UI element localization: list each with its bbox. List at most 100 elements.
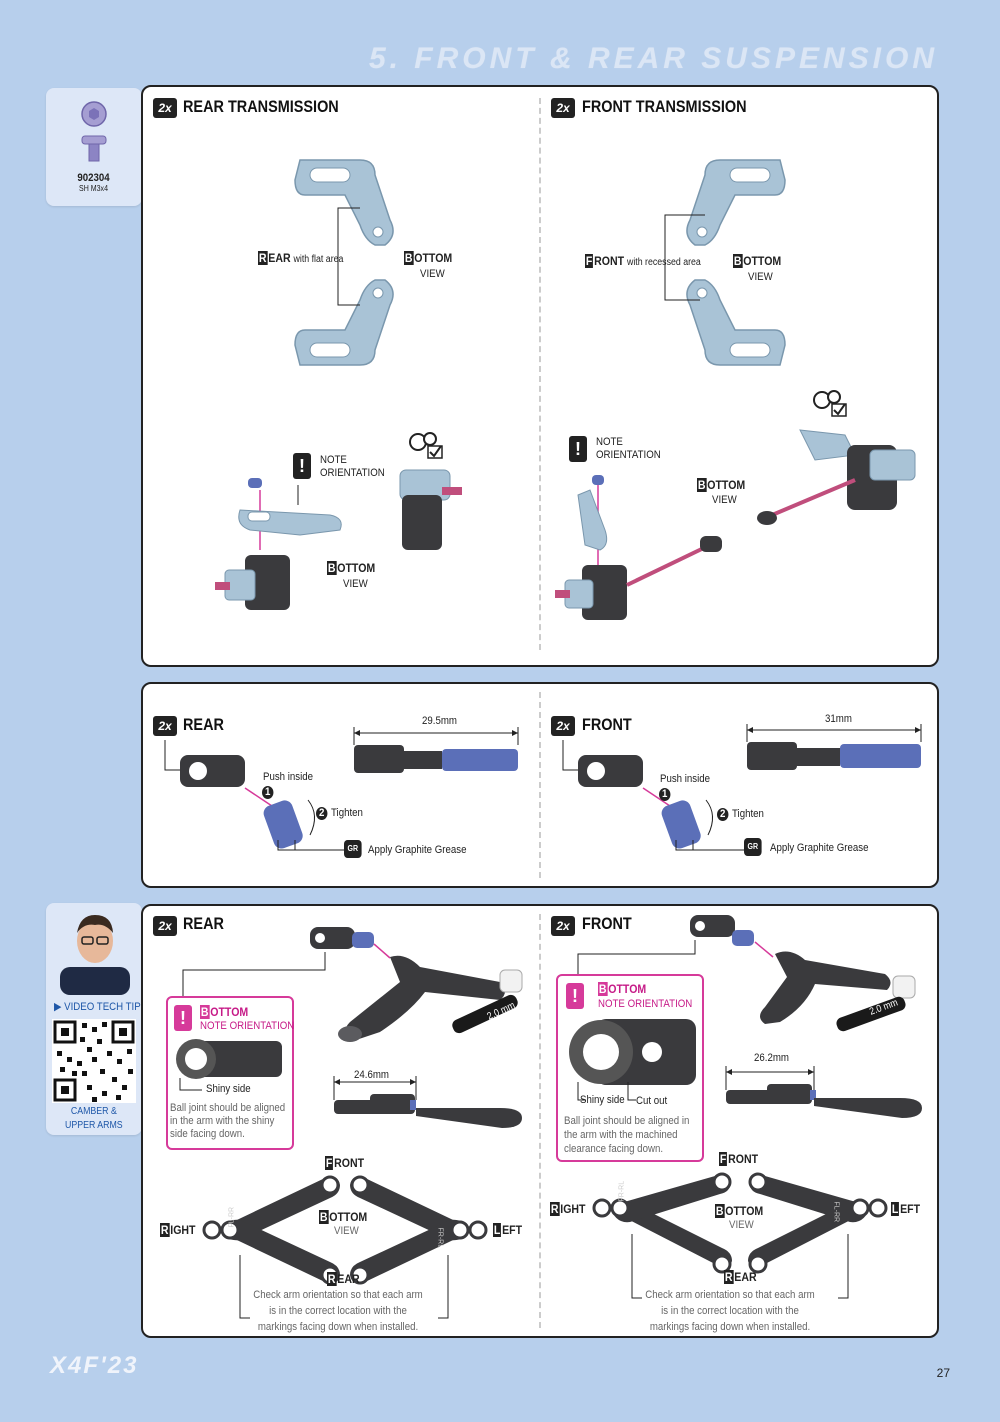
warning-icon: ! xyxy=(566,983,584,1009)
section-title-rear: REAR xyxy=(183,715,224,734)
rear-arms-bottom-view-illustration xyxy=(202,1175,488,1319)
front-assembled-illustration xyxy=(757,429,916,525)
view-label: VIEW xyxy=(420,268,445,280)
view-label: VIEW xyxy=(334,1225,359,1237)
grease-icon: GR xyxy=(344,840,362,858)
note-orientation-label: NOTE ORIENTATION xyxy=(598,998,693,1010)
check-orientation-text: Check arm orientation so that each arm i… xyxy=(645,1289,815,1333)
step-2-badge: 2 xyxy=(717,808,729,821)
push-inside-label: Push inside xyxy=(660,773,711,785)
shaft-length-label: 29.5mm xyxy=(422,715,457,727)
warning-icon: ! xyxy=(293,453,311,479)
quantity-badge: 2x xyxy=(551,716,575,736)
note-text: Ball joint should be aligned in the arm … xyxy=(564,1115,690,1155)
video-tip-label[interactable]: ▶ VIDEO TECH TIP xyxy=(54,1001,141,1013)
section-title-front: FRONT xyxy=(582,715,632,734)
grease-check-icon xyxy=(409,432,443,459)
arm-marking-left: FR-RL xyxy=(618,1180,626,1202)
shaft-length-label: 31mm xyxy=(825,713,852,725)
quantity-badge: 2x xyxy=(153,98,177,118)
section-title-rear: REAR xyxy=(183,914,224,933)
front-shaft-length-illustration xyxy=(746,724,922,770)
note-orientation-label: ORIENTATION xyxy=(320,467,385,479)
rear-assembled-illustration xyxy=(399,469,462,550)
video-tip-card: ▶ VIDEO TECH TIP CAMBER & UPPER ARMS xyxy=(46,903,142,1135)
screw-side-icon xyxy=(81,135,107,162)
tighten-label: Tighten xyxy=(732,808,764,820)
arm-length-label: 24.6mm xyxy=(354,1069,389,1081)
view-label: VIEW xyxy=(748,271,773,283)
view-label-2: VIEW xyxy=(712,494,737,506)
qr-code[interactable] xyxy=(52,1019,136,1103)
tighten-label: Tighten xyxy=(331,807,363,819)
shiny-side-label: Shiny side xyxy=(580,1094,625,1106)
video-tip-caption: CAMBER & UPPER ARMS xyxy=(64,1106,123,1131)
quantity-badge: 2x xyxy=(551,916,575,936)
front-arms-bottom-view-illustration xyxy=(592,1172,888,1299)
push-inside-label: Push inside xyxy=(263,771,314,783)
hardware-card: 902304 SH M3x4 xyxy=(46,88,142,206)
panel-divider xyxy=(539,692,541,878)
front-assembly-illustration xyxy=(555,475,722,620)
section-title-rear-transmission: REAR TRANSMISSION xyxy=(183,97,339,116)
page-title: 5. FRONT & REAR SUSPENSION xyxy=(368,42,938,75)
panel-divider xyxy=(539,98,541,650)
note-label: NOTE xyxy=(596,436,623,448)
rear-upper-arm-assembly-illustration xyxy=(182,927,523,1042)
arm-marking-right: FR-RL xyxy=(436,1227,444,1249)
grease-check-icon xyxy=(813,390,847,417)
arm-marking-left: FL-RR xyxy=(228,1206,236,1228)
play-icon: ▶ xyxy=(54,1001,62,1013)
section-title-front-transmission: FRONT TRANSMISSION xyxy=(582,97,747,116)
rear-assembly-illustration xyxy=(215,478,342,610)
view-label: VIEW xyxy=(729,1219,754,1231)
front-upper-arm-assembly-illustration xyxy=(577,915,916,1032)
part-desc: SH M3x4 xyxy=(79,184,108,193)
arm-marking-right: FL-RR xyxy=(832,1201,840,1223)
screw-head-icon xyxy=(81,101,107,127)
rear-ball-joint-illustration xyxy=(164,740,350,851)
step-2-badge: 2 xyxy=(316,807,328,820)
note-label: NOTE xyxy=(320,454,347,466)
check-orientation-text: Check arm orientation so that each arm i… xyxy=(253,1289,423,1333)
warning-icon: ! xyxy=(174,1005,192,1031)
quantity-badge: 2x xyxy=(551,98,575,118)
step-1-badge: 1 xyxy=(262,786,274,799)
note-orientation-label: ORIENTATION xyxy=(596,449,661,461)
page-number: 27 xyxy=(936,1366,950,1380)
quantity-badge: 2x xyxy=(153,716,177,736)
product-logo: X4F'23 xyxy=(50,1352,139,1379)
section-title-front: FRONT xyxy=(582,914,632,933)
rear-transmission-plate-illustration xyxy=(294,159,394,366)
part-number: 902304 xyxy=(77,172,110,184)
rear-arm-length-illustration xyxy=(333,1076,522,1128)
grease-label: Apply Graphite Grease xyxy=(368,844,467,856)
presenter-avatar xyxy=(60,915,130,995)
quantity-badge: 2x xyxy=(153,916,177,936)
shiny-side-label: Shiny side xyxy=(206,1083,251,1095)
front-transmission-plate-illustration xyxy=(664,159,786,366)
note-orientation-label: NOTE ORIENTATION xyxy=(200,1020,295,1032)
front-ball-joint-illustration xyxy=(562,740,748,851)
arm-length-label: 26.2mm xyxy=(754,1052,789,1064)
step-1-badge: 1 xyxy=(659,788,671,801)
note-text: Ball joint should be aligned in the arm … xyxy=(170,1102,286,1140)
grease-label: Apply Graphite Grease xyxy=(770,842,869,854)
ball-joint-detail-illustration xyxy=(176,1039,282,1091)
